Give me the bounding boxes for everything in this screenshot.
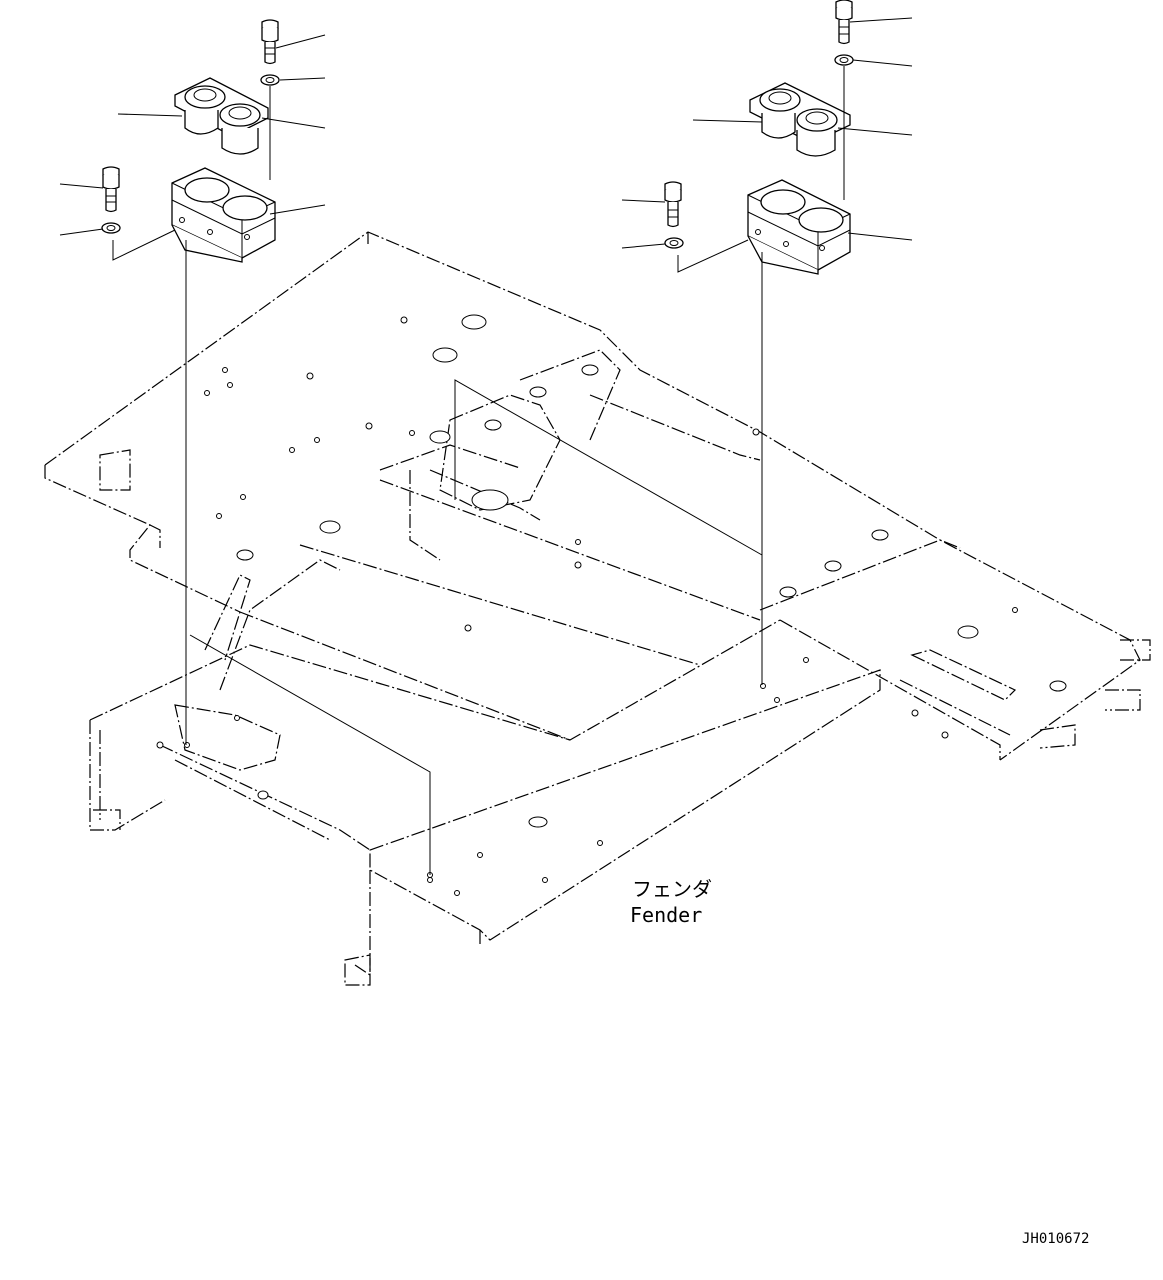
fender-label-en: Fender <box>630 903 702 927</box>
bolt-icon <box>664 181 682 228</box>
right-mount-assembly <box>454 0 913 685</box>
washer-icon <box>101 222 121 234</box>
left-mount-assembly <box>59 19 431 875</box>
washer-icon <box>260 74 280 86</box>
bolt-icon <box>261 19 279 65</box>
revolving-frame <box>44 231 1151 986</box>
washer-icon <box>664 237 684 249</box>
fender-label-jp: フェンダ <box>632 877 712 901</box>
drawing-code: JH010672 <box>1022 1231 1089 1247</box>
frame-holes <box>156 314 1067 896</box>
engine-mount-icon <box>749 82 851 157</box>
washer-icon <box>834 54 854 66</box>
bolt-icon <box>835 0 853 45</box>
bolt-icon <box>102 166 120 213</box>
engine-mount-icon <box>174 77 269 155</box>
mount-bracket-icon <box>171 167 276 263</box>
mount-bracket-icon <box>747 179 851 275</box>
